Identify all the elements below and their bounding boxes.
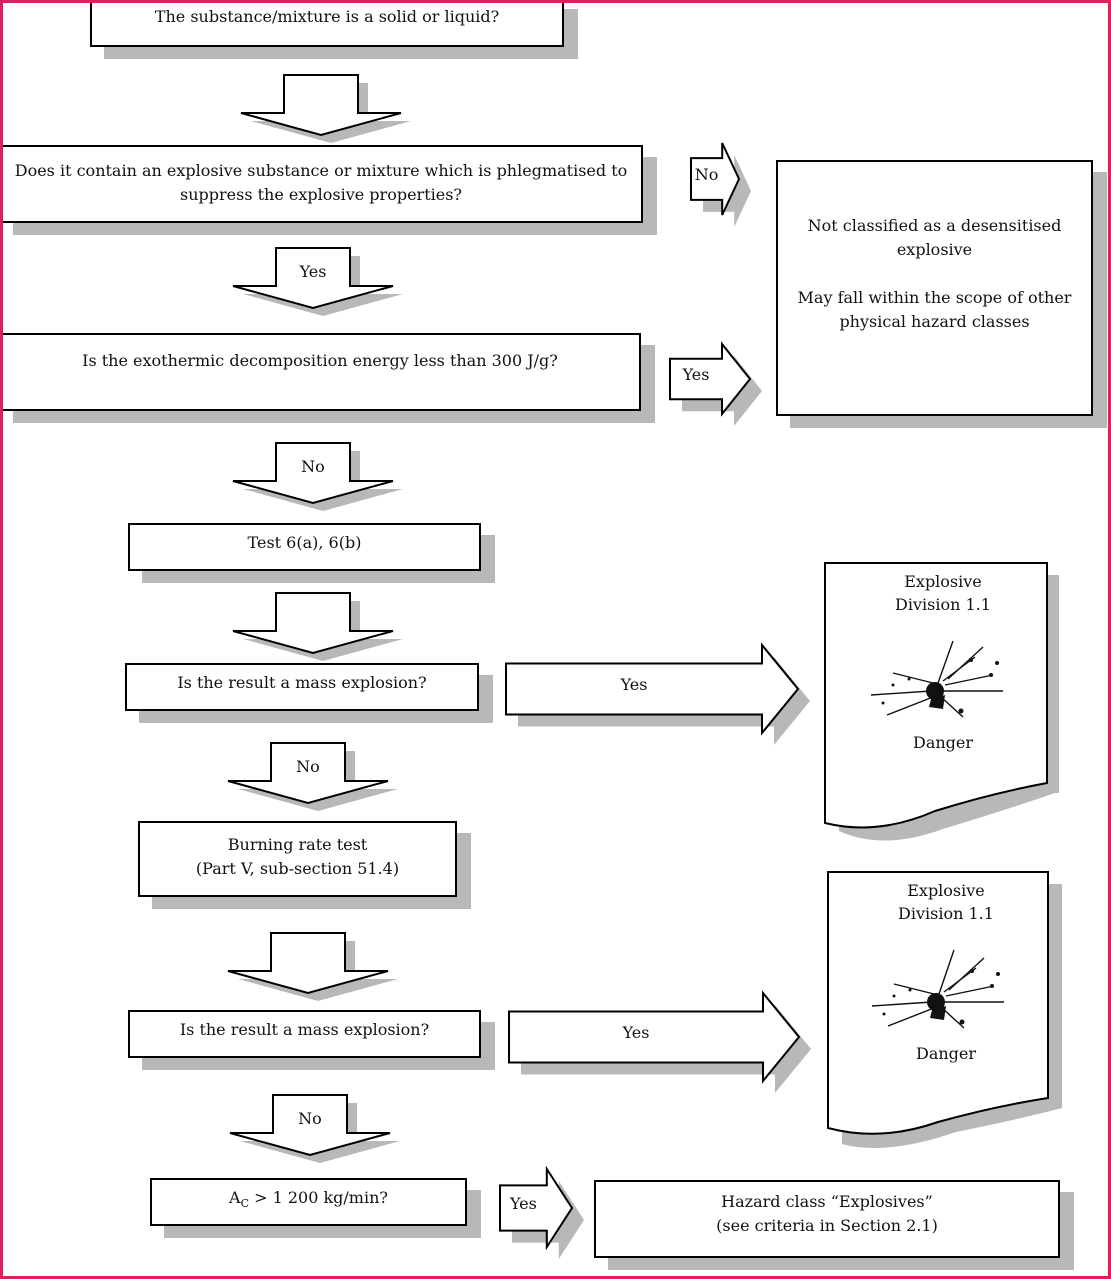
ac-symbol: A (229, 1188, 241, 1207)
node-ac-rate: AC > 1 200 kg/min? (150, 1178, 467, 1226)
node-burning-rate: Burning rate test (Part V, sub-section 5… (138, 821, 457, 897)
node-phlegmatised: Does it contain an explosive substance o… (3, 145, 643, 223)
arrow-right-yes-3 (508, 990, 811, 1093)
exploding-bomb-icon (870, 640, 1003, 718)
arrow-right-yes-1-label: Yes (682, 365, 710, 384)
result-explosive-division-1-upper: Explosive Division 1.1 (823, 561, 1063, 861)
node-solid-or-liquid: The substance/mixture is a solid or liqu… (90, 3, 564, 47)
arrow-right-no-1-label: No (694, 165, 719, 184)
division-label-line-1: Explosive (907, 881, 985, 900)
node-text: Is the exothermic decomposition energy l… (82, 351, 558, 370)
node-hazard-class: Hazard class “Explosives” (see criteria … (594, 1180, 1060, 1258)
danger-label: Danger (912, 733, 974, 752)
node-text: Is the result a mass explosion? (177, 673, 427, 692)
node-spacer (778, 262, 1091, 286)
arrow-down-yes-1-label: Yes (299, 262, 327, 281)
node-mass-explosion-2: Is the result a mass explosion? (128, 1010, 481, 1058)
node-text-line-2: explosive (896, 240, 973, 259)
node-mass-explosion-1: Is the result a mass explosion? (125, 663, 479, 711)
node-text-line-1: Burning rate test (227, 835, 368, 854)
arrow-right-no-1 (690, 142, 751, 227)
division-label-line-2: Division 1.1 (898, 904, 994, 923)
arrow-right-yes-4 (499, 1165, 584, 1259)
node-text-line-4: physical hazard classes (839, 312, 1030, 331)
arrow-down-3 (227, 932, 398, 1001)
danger-label: Danger (915, 1044, 977, 1063)
arrow-down-no-1 (232, 442, 403, 511)
node-text-line-2: (Part V, sub-section 51.4) (195, 859, 400, 878)
node-text: AC > 1 200 kg/min? (152, 1186, 465, 1216)
exploding-bomb-icon (871, 949, 1004, 1029)
node-text: The substance/mixture is a solid or liqu… (154, 7, 500, 26)
ac-condition: > 1 200 kg/min? (249, 1188, 388, 1207)
arrow-down-1 (240, 74, 411, 143)
node-text-line-1: Hazard class “Explosives” (721, 1192, 933, 1211)
node-text-line-3: May fall within the scope of other (797, 288, 1072, 307)
division-label: Explosive Division 1.1 (826, 879, 1066, 925)
node-not-classified: Not classified as a desensitised explosi… (776, 160, 1093, 416)
arrow-down-no-3-label: No (298, 1109, 322, 1128)
ac-subscript: C (240, 1197, 249, 1211)
arrow-right-yes-3-label: Yes (622, 1023, 650, 1042)
node-exothermic: Is the exothermic decomposition energy l… (3, 333, 641, 411)
node-text-line-1: Does it contain an explosive substance o… (14, 161, 628, 180)
node-text-line-1: Not classified as a desensitised (807, 216, 1062, 235)
arrow-right-yes-4-label: Yes (509, 1194, 537, 1213)
result-explosive-division-1-lower: Explosive Division 1.1 (826, 870, 1066, 1170)
arrow-down-yes-1 (232, 247, 403, 316)
arrow-right-yes-1 (669, 341, 762, 426)
division-label-line-2: Division 1.1 (895, 595, 991, 614)
arrow-down-no-2-label: No (296, 757, 320, 776)
arrow-right-yes-2 (505, 642, 810, 745)
node-text: Test 6(a), 6(b) (247, 533, 362, 552)
division-label: Explosive Division 1.1 (823, 570, 1063, 616)
node-text-line-2: (see criteria in Section 2.1) (716, 1216, 938, 1235)
arrow-right-yes-2-label: Yes (620, 675, 648, 694)
node-text-line-2: suppress the explosive properties? (179, 185, 462, 204)
node-test-6: Test 6(a), 6(b) (128, 523, 481, 571)
arrow-down-no-1-label: No (301, 457, 325, 476)
node-text: Is the result a mass explosion? (179, 1020, 430, 1039)
arrow-down-no-2 (227, 742, 398, 811)
arrow-down-no-3 (229, 1094, 400, 1163)
division-label-line-1: Explosive (904, 572, 982, 591)
arrow-down-2 (232, 592, 403, 661)
